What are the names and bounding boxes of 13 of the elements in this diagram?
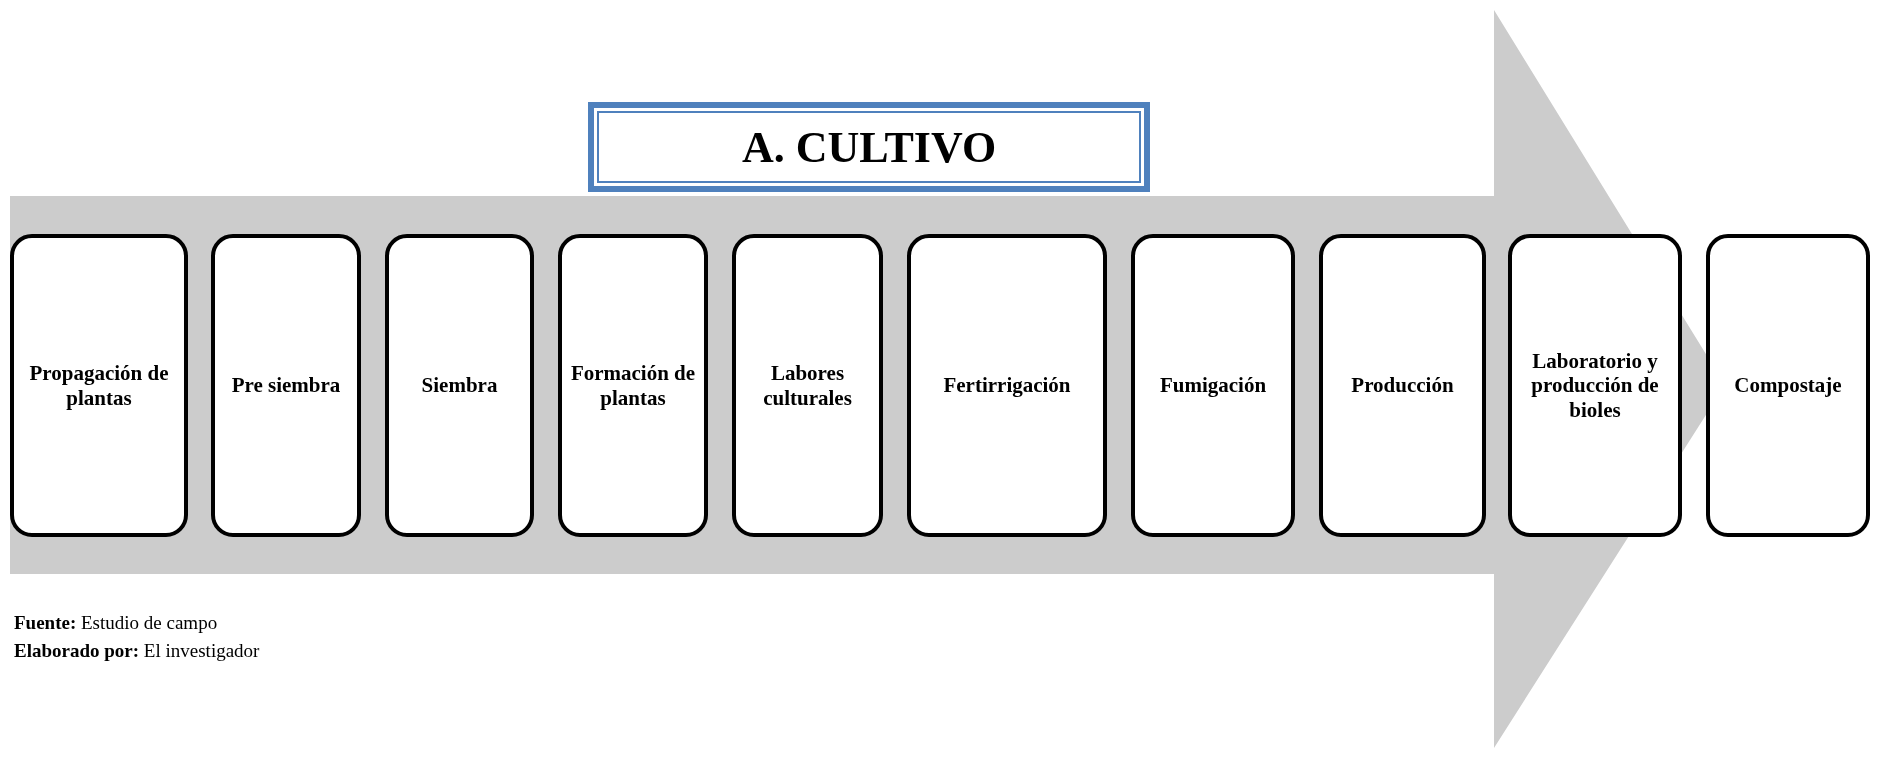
process-box: Compostaje [1706, 234, 1870, 537]
process-box: Producción [1319, 234, 1486, 537]
source-note: Fuente: Estudio de campo [14, 612, 218, 634]
process-box: Labores culturales [732, 234, 883, 537]
process-box: Propagación de plantas [10, 234, 188, 537]
process-box: Laboratorio y producción de bioles [1508, 234, 1682, 537]
process-box: Fertirrigación [907, 234, 1107, 537]
process-box: Pre siembra [211, 234, 361, 537]
process-box: Fumigación [1131, 234, 1295, 537]
title-box: A. CULTIVO [588, 102, 1150, 192]
source-note: Elaborado por: El investigador [14, 640, 260, 662]
process-box: Formación de plantas [558, 234, 708, 537]
process-box: Siembra [385, 234, 534, 537]
